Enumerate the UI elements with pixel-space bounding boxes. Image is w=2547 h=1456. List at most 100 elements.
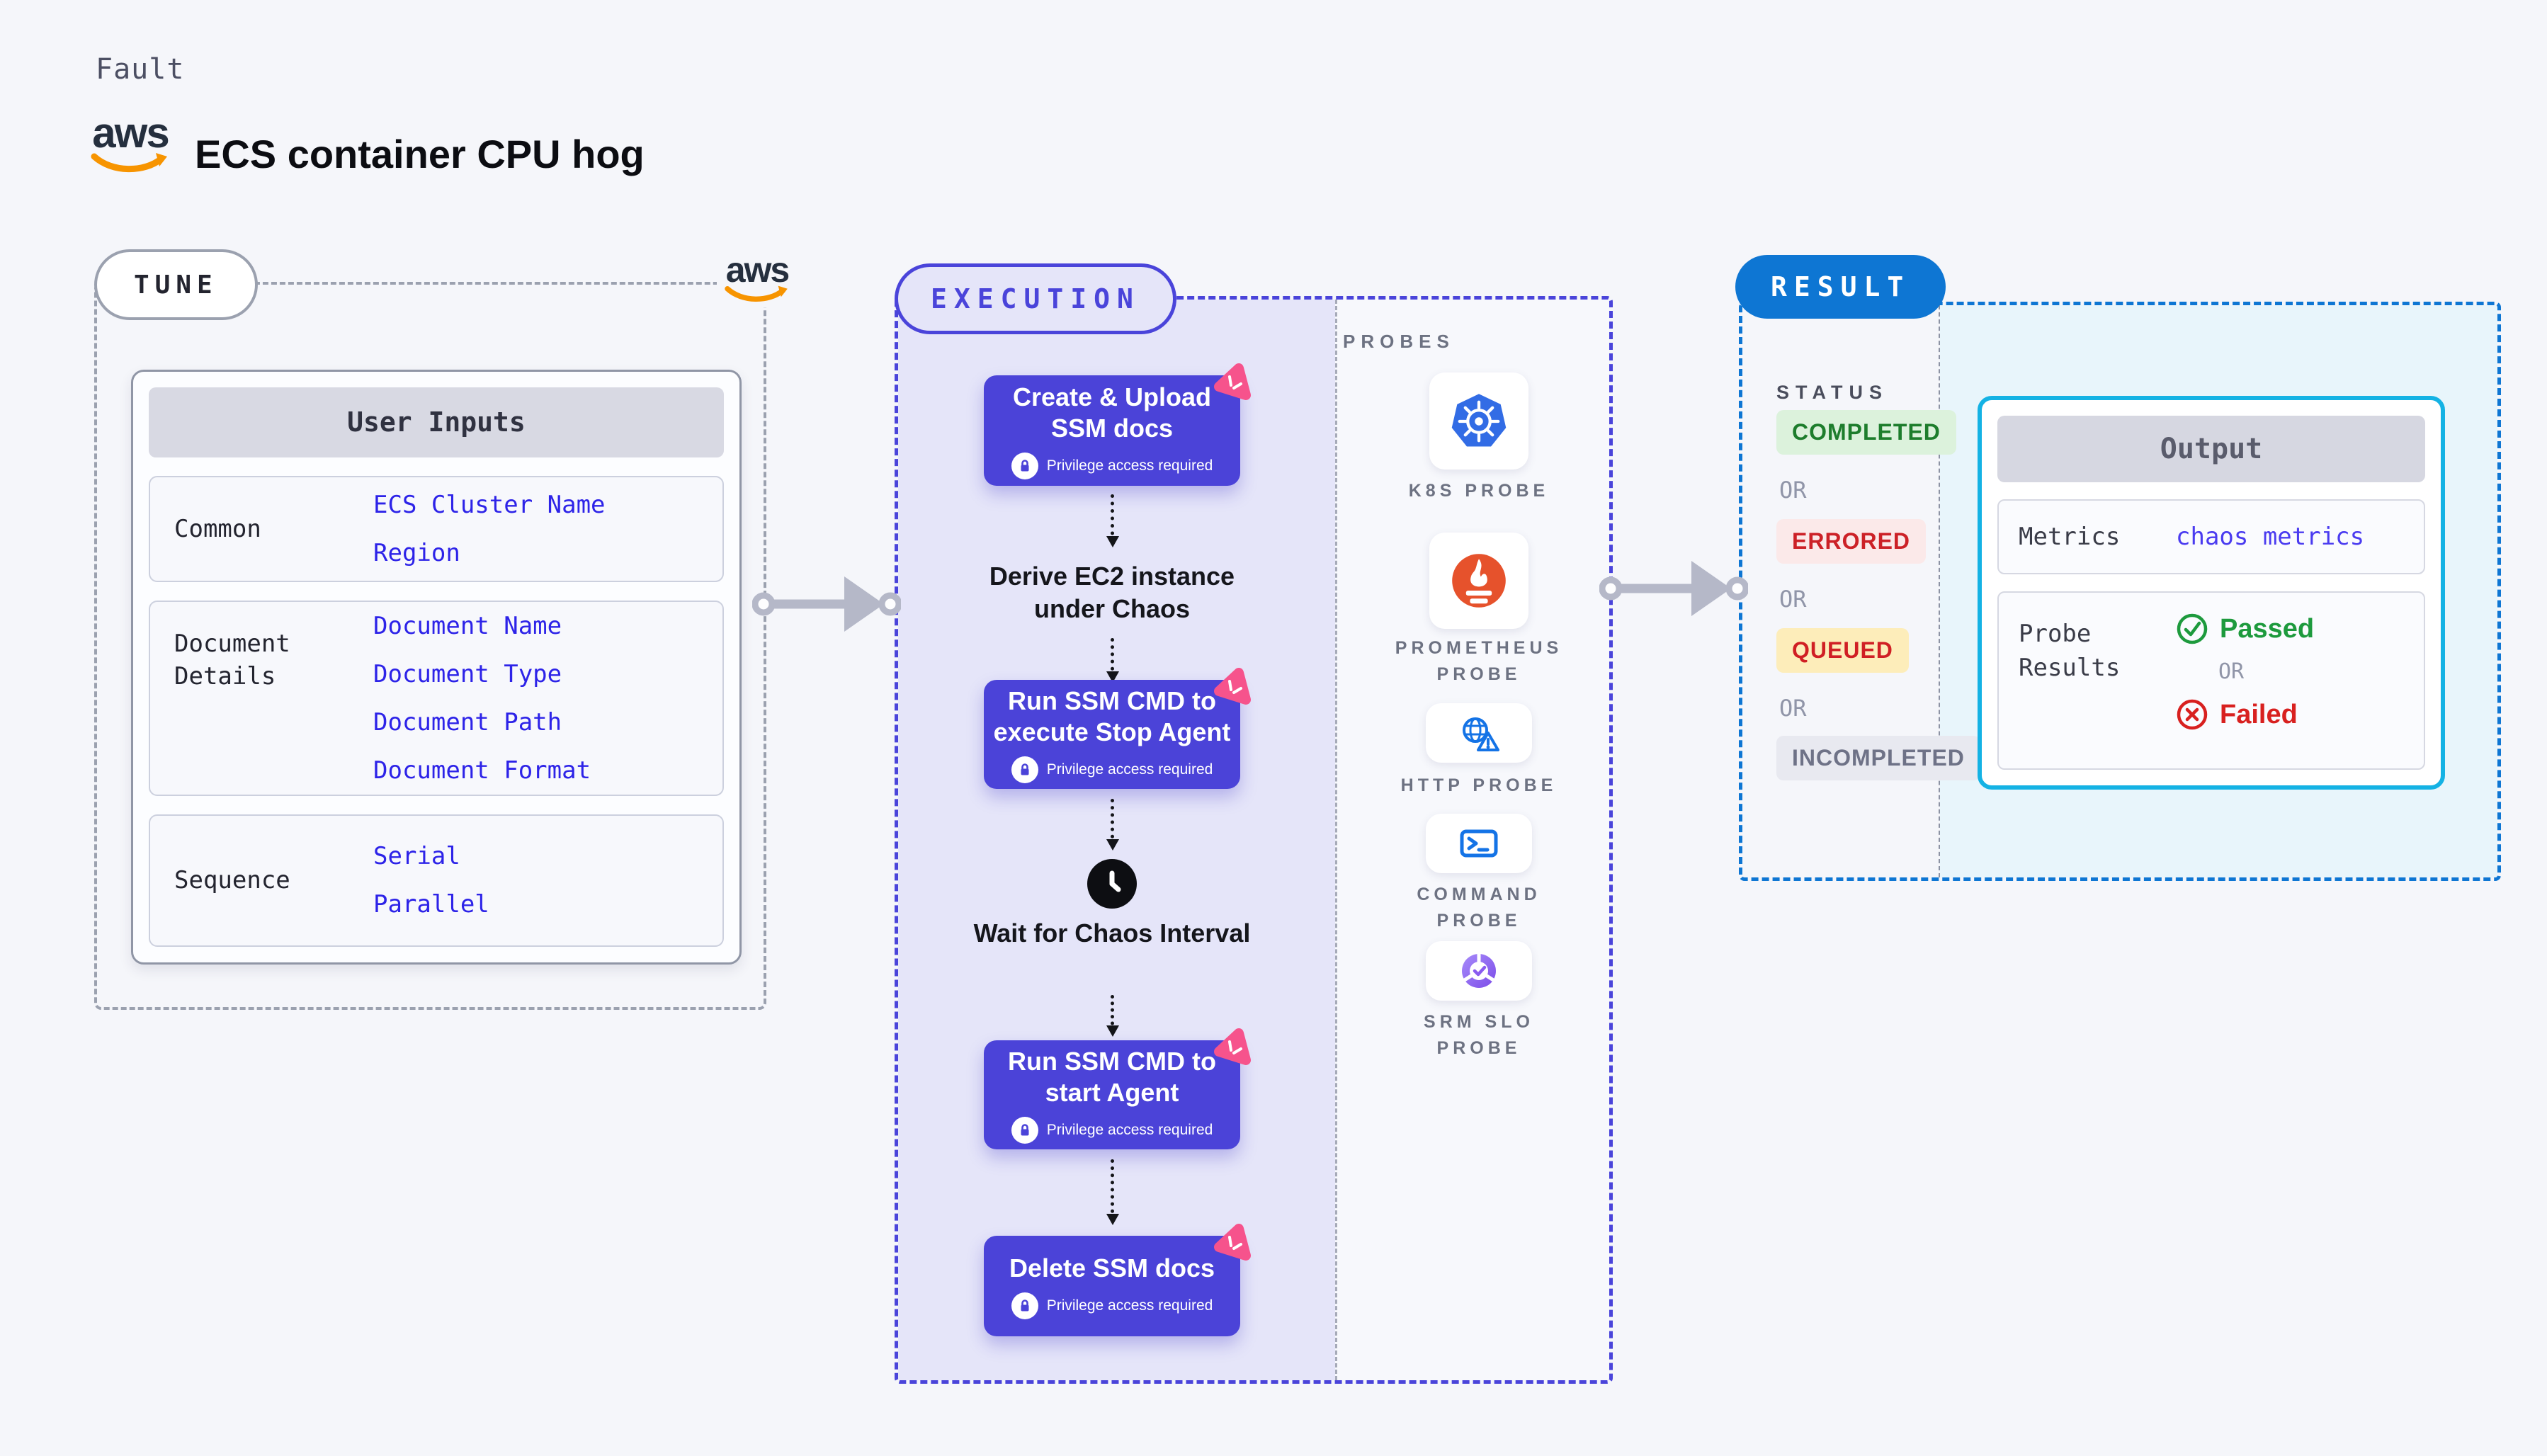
probe-label: HTTP PROBE <box>1400 775 1558 795</box>
probe-label: PROMETHEUS PROBE <box>1395 638 1563 684</box>
check-circle-icon <box>2177 613 2208 644</box>
chaos-step-badge-icon <box>1214 1028 1251 1065</box>
flow-arrow-down <box>1106 494 1119 547</box>
prometheus-icon <box>1452 554 1506 608</box>
aws-wordmark: aws <box>725 250 790 290</box>
status-badge-completed: COMPLETED <box>1776 410 1956 455</box>
or-separator: OR <box>1779 477 1807 504</box>
metrics-row: Metrics chaos metrics <box>1997 499 2425 574</box>
x-circle-icon <box>2177 699 2208 730</box>
fault-eyebrow: Fault <box>96 53 185 86</box>
step-delete-ssm-docs: Delete SSM docs Privilege access require… <box>984 1224 1251 1336</box>
failed-label: Failed <box>2220 699 2298 729</box>
output-card: Output Metrics chaos metrics Probe Resul… <box>1978 396 2445 790</box>
execution-to-result-arrow <box>1599 561 1748 616</box>
lock-icon <box>1011 756 1038 783</box>
chaos-step-badge-icon <box>1214 363 1251 400</box>
lock-icon <box>1011 1117 1038 1144</box>
passed-label: Passed <box>2220 613 2315 644</box>
probes-heading: PROBES <box>1343 331 1455 352</box>
result-stage-pill: RESULT <box>1735 255 1946 319</box>
step-run-ssm-stop-agent: Run SSM CMD to execute Stop Agent Privil… <box>984 668 1251 789</box>
step-create-upload-ssm-docs: Create & Upload SSM docs Privilege acces… <box>984 363 1251 486</box>
input-group-sequence: Sequence Serial Parallel <box>149 814 724 947</box>
result-divider <box>1939 305 1940 877</box>
probe-results-values: Passed OR Failed <box>2176 593 2314 768</box>
output-title: Output <box>1997 416 2425 482</box>
tune-section: User Inputs Common ECS Cluster Name Regi… <box>94 282 766 1010</box>
flow-arrow-down <box>1106 995 1119 1037</box>
page-title: ECS container CPU hog <box>195 132 645 176</box>
probe-label: K8S PROBE <box>1408 481 1550 501</box>
probe-card-k8s <box>1429 372 1528 470</box>
input-group-label: Sequence <box>174 866 290 895</box>
input-group-values: ECS Cluster Name Region <box>373 481 606 577</box>
http-globe-icon <box>1463 717 1499 751</box>
aws-logo-small: aws <box>717 249 798 307</box>
step-run-ssm-start-agent: Run SSM CMD to start Agent Privilege acc… <box>984 1028 1251 1149</box>
probe-label: COMMAND PROBE <box>1417 885 1541 931</box>
input-value: Document Type <box>373 659 562 688</box>
execution-section: Create & Upload SSM docs Privilege acces… <box>895 296 1613 1384</box>
probe-label: SRM SLO PROBE <box>1424 1012 1534 1058</box>
lock-icon <box>1011 1292 1038 1319</box>
aws-smile-icon <box>91 153 167 173</box>
step-title: Create & Upload SSM docs <box>1012 382 1212 443</box>
privilege-note-text: Privilege access required <box>1046 1297 1213 1314</box>
privilege-note: Privilege access required <box>1011 756 1213 783</box>
chaos-step-badge-icon <box>1214 668 1251 705</box>
metrics-value: chaos metrics <box>2176 523 2365 551</box>
input-group-label: Common <box>174 514 261 543</box>
chaos-step-badge-icon <box>1214 1224 1251 1261</box>
probe-card-prometheus <box>1429 533 1528 629</box>
aws-smile-icon <box>725 285 788 302</box>
privilege-note: Privilege access required <box>1011 1117 1213 1144</box>
tune-stage-pill: TUNE <box>94 249 258 320</box>
input-group-label: Document Details <box>174 629 290 690</box>
probe-card-srm-slo <box>1426 941 1532 1001</box>
input-value: ECS Cluster Name <box>373 490 606 519</box>
step-title: Run SSM CMD to execute Stop Agent <box>993 686 1231 746</box>
terminal-icon <box>1460 829 1498 858</box>
status-badge-incompleted: INCOMPLETED <box>1776 736 1980 780</box>
input-value: Serial <box>373 842 460 871</box>
or-separator: OR <box>1779 695 1807 722</box>
privilege-note-text: Privilege access required <box>1046 761 1213 778</box>
privilege-note: Privilege access required <box>1011 1292 1213 1319</box>
probe-card-http <box>1426 703 1532 763</box>
input-group-values: Serial Parallel <box>373 832 489 928</box>
slo-gauge-icon <box>1462 952 1496 988</box>
flow-arrow-down <box>1106 799 1119 851</box>
aws-wordmark: aws <box>92 109 169 157</box>
probe-results-row: Probe Results Passed OR <box>1997 591 2425 770</box>
probe-card-command <box>1426 814 1532 873</box>
input-value: Document Format <box>373 756 591 785</box>
lock-icon <box>1011 453 1038 479</box>
result-section: STATUS COMPLETED OR ERRORED OR QUEUED OR… <box>1739 302 2501 881</box>
passed-row: Passed <box>2176 613 2314 645</box>
status-heading: STATUS <box>1776 382 1888 403</box>
step-title: Run SSM CMD to start Agent <box>1008 1047 1216 1107</box>
clock-icon <box>1087 859 1137 909</box>
flow-arrow-down <box>1106 638 1119 683</box>
input-group-common: Common ECS Cluster Name Region <box>149 475 724 582</box>
step-derive-ec2-label: Derive EC2 instance under Chaos <box>989 562 1235 623</box>
status-badge-errored: ERRORED <box>1776 519 1927 564</box>
or-separator: OR <box>1779 586 1807 613</box>
user-inputs-card: User Inputs Common ECS Cluster Name Regi… <box>131 370 742 965</box>
input-value: Parallel <box>373 890 489 919</box>
privilege-note-text: Privilege access required <box>1046 457 1213 474</box>
metrics-label: Metrics <box>2019 523 2121 551</box>
step-wait-chaos-interval-label: Wait for Chaos Interval <box>973 918 1251 948</box>
user-inputs-title: User Inputs <box>149 387 724 457</box>
failed-row: Failed <box>2176 698 2314 731</box>
kubernetes-icon <box>1451 393 1507 447</box>
privilege-note-text: Privilege access required <box>1046 1122 1213 1138</box>
execution-probes-divider <box>1335 300 1337 1380</box>
flow-arrow-down <box>1106 1159 1119 1225</box>
input-group-document-details: Document Details Document Name Document … <box>149 600 724 796</box>
probe-results-label: Probe Results <box>2019 620 2121 682</box>
privilege-note: Privilege access required <box>1011 453 1213 479</box>
aws-logo: aws <box>91 112 170 176</box>
